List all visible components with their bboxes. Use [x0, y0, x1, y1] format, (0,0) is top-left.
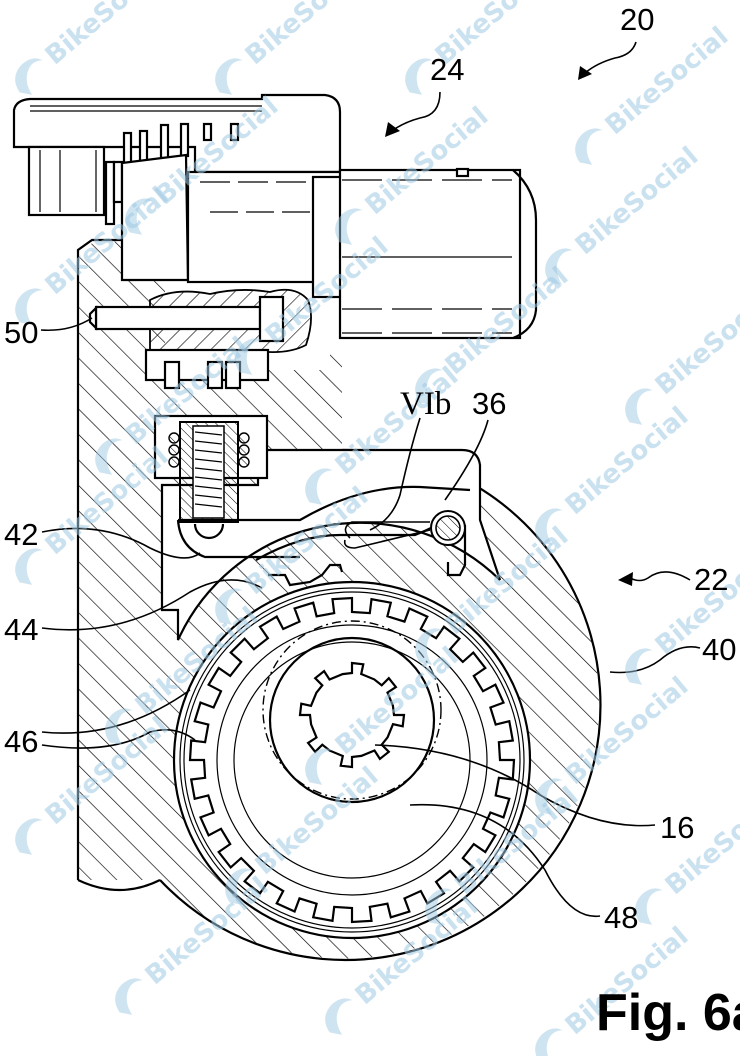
- arrow-20-icon: [578, 66, 592, 80]
- gear-ring-inner: [216, 624, 488, 896]
- bikesocial-logo-icon: [335, 208, 363, 245]
- leader-46b: [41, 729, 196, 749]
- hub-48: [268, 636, 436, 804]
- watermark-text: BikeSocial: [570, 141, 704, 261]
- bikesocial-logo-icon: [415, 368, 443, 405]
- bikesocial-logo-icon: [15, 818, 43, 855]
- bikesocial-logo-icon: [15, 58, 43, 95]
- leader-36: [444, 419, 489, 501]
- label-50: 50: [4, 315, 38, 350]
- bikesocial-logo-icon: [415, 628, 443, 665]
- pawl-cavity: [160, 448, 502, 641]
- label-36: 36: [472, 386, 506, 421]
- bikesocial-logo-icon: [545, 248, 573, 285]
- bikesocial-logo-icon: [305, 468, 333, 505]
- gear-ring-2: [233, 641, 471, 879]
- actuator-unit: [12, 93, 538, 340]
- leader-42: [41, 527, 201, 559]
- reference-labels: 20 24 50 VIb 36 42 22 44 40 46 16 48 Fig…: [4, 2, 740, 1042]
- label-20: 20: [620, 2, 654, 37]
- bikesocial-logo-icon: [535, 778, 563, 815]
- housing-bottom-edge: [77, 879, 161, 892]
- leader-VIb: [369, 417, 421, 531]
- bikesocial-logo-icon: [215, 588, 243, 625]
- bikesocial-logo-icon: [535, 508, 563, 545]
- figure-title: Fig. 6a: [596, 984, 740, 1042]
- plunger-ball: [193, 523, 225, 540]
- torsion-spring-leg: [344, 521, 430, 539]
- label-44: 44: [4, 612, 38, 647]
- bikesocial-logo-icon: [125, 198, 153, 235]
- bikesocial-logo-icon: [215, 58, 243, 95]
- watermark-text: BikeSocial: [650, 281, 740, 401]
- leader-22: [629, 571, 691, 582]
- bikesocial-logo-icon: [105, 708, 133, 745]
- bikesocial-logo-icon: [15, 288, 43, 325]
- gear-chamber-ring-1: [179, 587, 525, 933]
- motor-can: [338, 168, 522, 340]
- watermark: BikeSocial: [15, 0, 174, 95]
- spline-shaft-16: [298, 661, 406, 769]
- leader-48: [409, 803, 601, 918]
- bolt-tip: [88, 305, 98, 331]
- label-24: 24: [430, 52, 464, 87]
- detent-plunger: [153, 414, 471, 559]
- label-22: 22: [694, 562, 728, 597]
- watermark-text: BikeSocial: [40, 0, 174, 71]
- bikesocial-logo-icon: [625, 648, 653, 685]
- gear-chamber-ring-2: [183, 591, 521, 929]
- arrow-24-icon: [385, 122, 400, 137]
- arrow-22-icon: [618, 572, 633, 586]
- actuator-top-cap: [12, 93, 342, 174]
- bikesocial-logo-icon: [15, 548, 43, 585]
- detail-circle-VIb: [262, 620, 442, 800]
- bikesocial-logo-icon: [625, 388, 653, 425]
- leader-24: [392, 91, 441, 131]
- pawl-lever: [176, 485, 471, 559]
- label-42: 42: [4, 517, 38, 552]
- label-48: 48: [604, 900, 638, 935]
- pawl-arm: [255, 510, 467, 587]
- motor-endcap: [512, 169, 538, 340]
- bikesocial-logo-icon: [575, 128, 603, 165]
- label-40: 40: [702, 632, 736, 667]
- bikesocial-logo-icon: [325, 998, 353, 1035]
- watermark: BikeSocial: [405, 0, 564, 95]
- leader-44: [41, 579, 263, 631]
- connector-block: [27, 145, 106, 217]
- label-46: 46: [4, 724, 38, 759]
- bikesocial-logo-icon: [405, 58, 433, 95]
- ball-bearings: [168, 432, 250, 468]
- leader-46a: [41, 689, 191, 734]
- bikesocial-logo-icon: [95, 438, 123, 475]
- watermark-text: BikeSocial: [560, 401, 694, 521]
- label-16: 16: [660, 810, 694, 845]
- pawl-tail: [446, 525, 467, 577]
- bolt-shank: [94, 305, 262, 331]
- bolt-assembly: [88, 288, 312, 390]
- watermark-text: BikeSocial: [240, 0, 374, 71]
- watermark-text: BikeSocial: [600, 21, 734, 141]
- housing-outer-disc-outline: [159, 448, 602, 962]
- watermark: BikeSocial: [215, 0, 374, 95]
- bikesocial-logo-icon: [235, 338, 263, 375]
- bikesocial-logo-icon: [115, 978, 143, 1015]
- leader-40: [609, 646, 701, 674]
- label-VIb: VIb: [400, 386, 451, 422]
- bikesocial-logo-icon: [425, 888, 453, 925]
- leader-20: [584, 41, 637, 74]
- bikesocial-logo-icon: [305, 748, 333, 785]
- watermark: BikeSocial: [575, 21, 734, 165]
- watermark: BikeSocial: [545, 141, 704, 285]
- pivot-pin: [435, 515, 461, 541]
- bikesocial-logo-icon: [225, 868, 253, 905]
- bolt-head: [258, 295, 285, 343]
- bikesocial-logo-icon: [635, 888, 663, 925]
- leader-50: [40, 317, 93, 332]
- watermark: BikeSocial: [635, 781, 740, 925]
